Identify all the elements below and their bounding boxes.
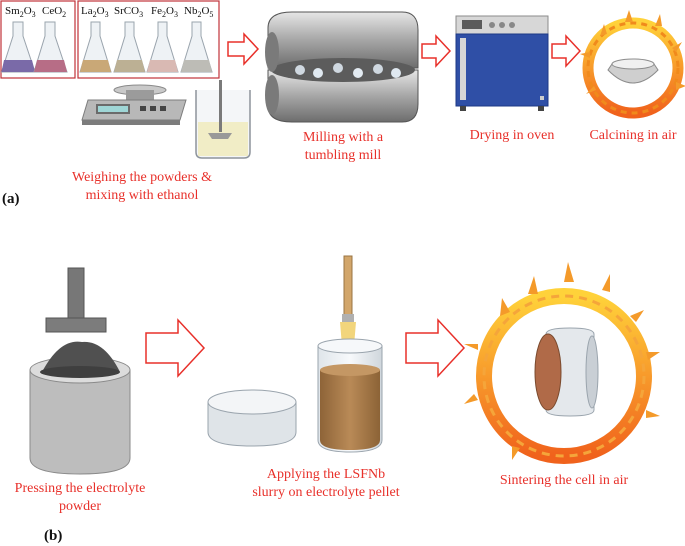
caption-applying-line1: Applying the LSFNb bbox=[267, 467, 385, 482]
svg-text:Fe2O3: Fe2O3 bbox=[151, 5, 178, 19]
arrow-a1 bbox=[227, 32, 260, 66]
caption-milling-line1: Milling with a bbox=[303, 130, 384, 145]
weighing-balance bbox=[81, 84, 187, 125]
svg-text:SrCO3: SrCO3 bbox=[114, 5, 143, 19]
flask-sm2o3 bbox=[0, 21, 36, 73]
caption-drying: Drying in oven bbox=[470, 128, 555, 143]
caption-weighing-line2: mixing with ethanol bbox=[86, 188, 199, 203]
svg-text:CeO2: CeO2 bbox=[42, 5, 66, 19]
sintered-cell bbox=[534, 327, 599, 417]
arrow-a3 bbox=[551, 34, 582, 68]
hydraulic-press bbox=[29, 267, 131, 475]
fire-ring-sintering bbox=[464, 262, 660, 464]
caption-calcining: Calcining in air bbox=[589, 128, 676, 143]
caption-applying-line2: slurry on electrolyte pellet bbox=[252, 485, 399, 500]
arrow-a2 bbox=[421, 34, 452, 68]
flask-fe2o3 bbox=[146, 21, 179, 73]
flask-srco3 bbox=[113, 21, 146, 73]
caption-weighing-line1: Weighing the powders & bbox=[72, 170, 212, 185]
chemical-box-1 bbox=[0, 0, 76, 79]
arrow-b1 bbox=[145, 318, 206, 378]
chemical-labels-1: Sm2O3 CeO2 bbox=[5, 5, 66, 19]
panel-label-a: (a) bbox=[2, 191, 20, 207]
caption-pressing-line2: powder bbox=[59, 499, 101, 514]
svg-text:Nb2O5: Nb2O5 bbox=[184, 5, 213, 19]
arrow-b2 bbox=[405, 318, 466, 378]
slurry-jar-with-brush bbox=[317, 255, 383, 453]
caption-pressing-line1: Pressing the electrolyte bbox=[15, 481, 146, 496]
caption-milling-line2: tumbling mill bbox=[305, 148, 382, 163]
mixing-beaker bbox=[195, 80, 251, 159]
panel-label-b: (b) bbox=[44, 528, 62, 544]
drying-oven bbox=[455, 15, 549, 111]
flask-la2o3 bbox=[79, 21, 112, 73]
svg-text:Sm2O3: Sm2O3 bbox=[5, 5, 36, 19]
chemical-box-2 bbox=[77, 0, 220, 79]
fire-ring-calcining bbox=[580, 10, 685, 119]
flask-nb2o5 bbox=[180, 21, 213, 73]
electrolyte-pellet bbox=[207, 389, 297, 447]
tumbling-mill bbox=[265, 11, 419, 123]
chemical-labels-2: La2O3 SrCO3 Fe2O3 Nb2O5 bbox=[81, 5, 213, 19]
svg-text:La2O3: La2O3 bbox=[81, 5, 109, 19]
flask-ceo2 bbox=[33, 21, 68, 73]
caption-sintering: Sintering the cell in air bbox=[500, 473, 629, 488]
